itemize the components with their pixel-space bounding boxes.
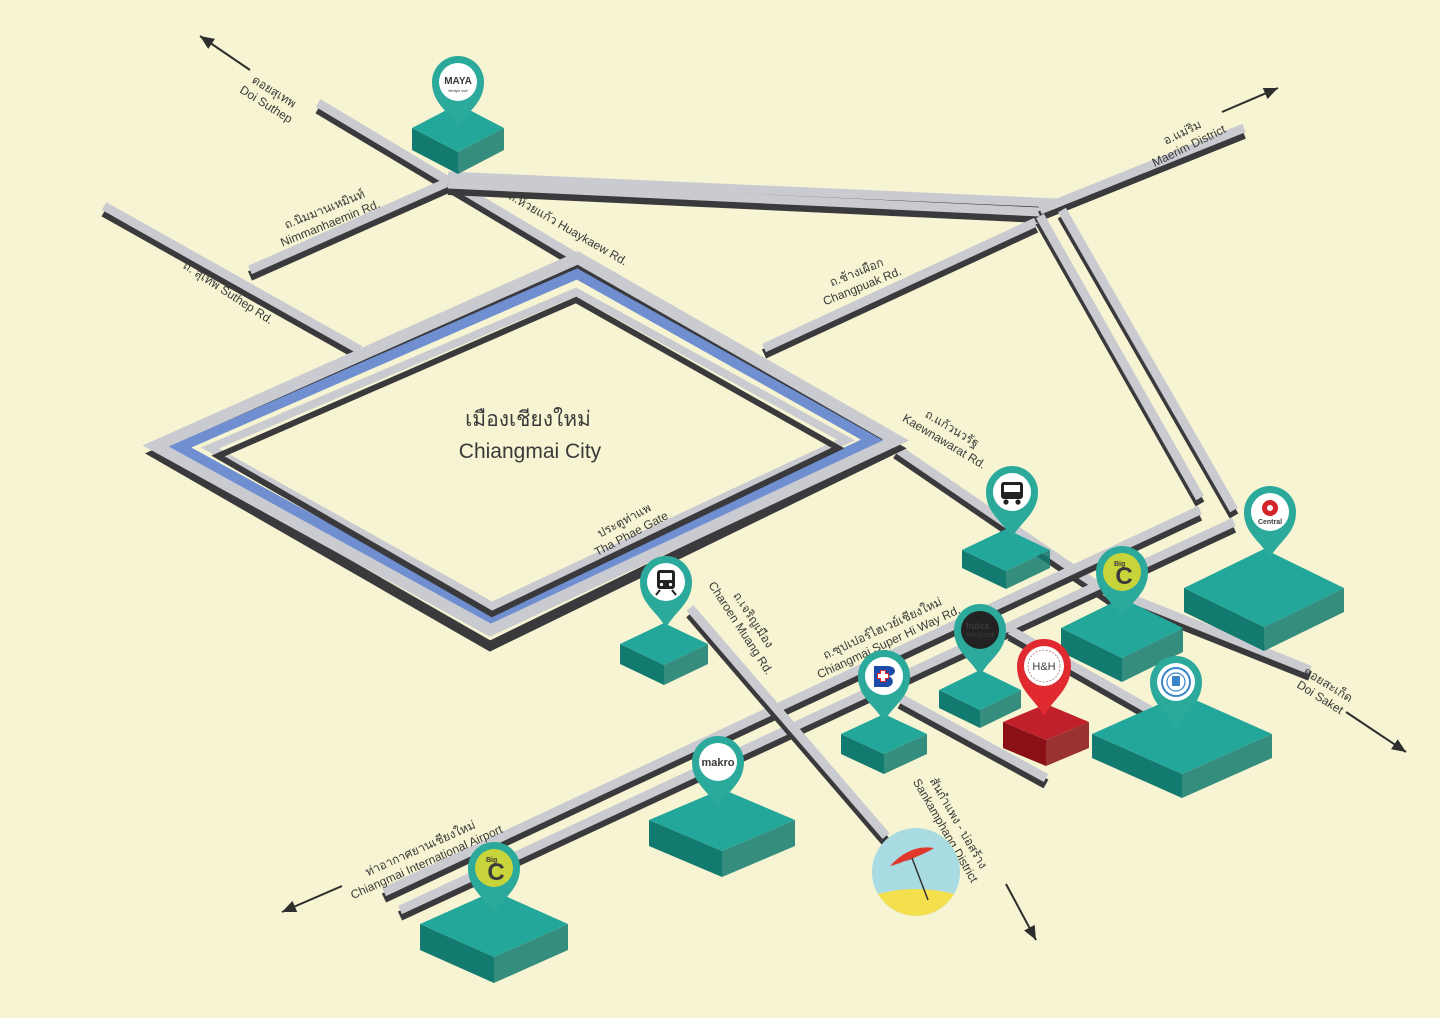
- hospital-pin[interactable]: [858, 650, 910, 722]
- hospital-block: [841, 714, 927, 774]
- livingmall-logo-text: livingmall: [966, 632, 995, 639]
- central-block: [1184, 549, 1344, 651]
- arrow-airport: [281, 885, 343, 913]
- hh-block: [1003, 704, 1089, 766]
- index-block: [939, 670, 1021, 728]
- hh-pin[interactable]: H&H: [1017, 639, 1071, 716]
- bigc-block: [1061, 598, 1183, 682]
- index-logo-text: Index: [966, 621, 990, 631]
- arrow-maerim: [1221, 87, 1279, 113]
- road-lower-branch: [897, 694, 1049, 789]
- hospital-icon: [874, 666, 895, 687]
- train-station-pin[interactable]: [640, 556, 692, 628]
- road-suthep: [101, 202, 363, 361]
- bigc-logo-big: Big: [1114, 561, 1125, 568]
- road-charoen-muang: [686, 605, 890, 846]
- bigc-airport-block: [420, 891, 568, 983]
- central-logo-text: Central: [1258, 519, 1282, 526]
- bigc-pin[interactable]: Big C: [1096, 546, 1148, 618]
- central-pin[interactable]: Central: [1244, 486, 1296, 558]
- moat-shadow: [144, 260, 907, 652]
- maya-logo-text: MAYA: [444, 76, 472, 87]
- road-doi-saket: [1128, 593, 1312, 681]
- makro-pin[interactable]: makro: [692, 736, 744, 808]
- road-network: [101, 99, 1312, 921]
- road-super-highway-inner: [381, 505, 1203, 903]
- bigc-logo-c: C: [1115, 563, 1132, 590]
- hh-logo-text: H&H: [1032, 661, 1055, 673]
- road-nimmanhaemin: [247, 177, 451, 281]
- umbrella-icon: [890, 847, 934, 901]
- bus-block: [962, 529, 1050, 589]
- direction-arrows: [199, 35, 1407, 941]
- road-top-connector-2: [447, 179, 1041, 223]
- makro-block: [649, 789, 795, 877]
- moat-water: [168, 268, 883, 624]
- makro-logo-text: makro: [701, 757, 734, 769]
- road-super-highway-outer: [397, 517, 1237, 921]
- city-moat: [142, 251, 910, 652]
- maya-logo-sub: lifestyle mall: [448, 89, 467, 93]
- emblem-block: [1092, 694, 1272, 798]
- city-label-thai: เมืองเชียงใหม่: [465, 407, 591, 431]
- road-east-inner: [1035, 213, 1205, 507]
- landmark-pins: MAYA lifestyle mall: [432, 56, 1296, 934]
- bus-station-pin[interactable]: [986, 466, 1038, 538]
- maya-pin[interactable]: MAYA lifestyle mall: [432, 56, 484, 128]
- road-east-outer: [1057, 207, 1239, 519]
- arrow-doi-saket: [1345, 711, 1407, 753]
- bigc-airport-pin[interactable]: Big C: [468, 842, 520, 914]
- arrow-doi-suthep: [199, 35, 251, 71]
- train-block: [620, 623, 708, 685]
- moat-inner-wall: [200, 287, 855, 611]
- bus-icon: [1001, 482, 1023, 505]
- bigc-airport-logo-c: C: [487, 859, 504, 886]
- landmark-blocks: [412, 104, 1344, 983]
- sankamphang-umbrella-marker[interactable]: [872, 828, 960, 934]
- government-emblem-pin[interactable]: [1150, 656, 1202, 728]
- index-livingmall-pin[interactable]: Index livingmall: [954, 604, 1006, 676]
- train-icon: [655, 570, 677, 596]
- arrow-sankamphang: [1005, 883, 1037, 941]
- central-logo-icon: [1262, 500, 1278, 516]
- emblem-icon: [1161, 667, 1191, 697]
- moat-outer-wall: [142, 251, 910, 637]
- road-maerim: [1038, 123, 1246, 221]
- city-label-english: Chiangmai City: [459, 440, 602, 463]
- city-label: เมืองเชียงใหม่ Chiangmai City: [459, 407, 602, 463]
- road-changpuak: [761, 217, 1039, 359]
- bigc-airport-logo-big: Big: [486, 857, 497, 864]
- moat-inner-shadow: [211, 296, 845, 618]
